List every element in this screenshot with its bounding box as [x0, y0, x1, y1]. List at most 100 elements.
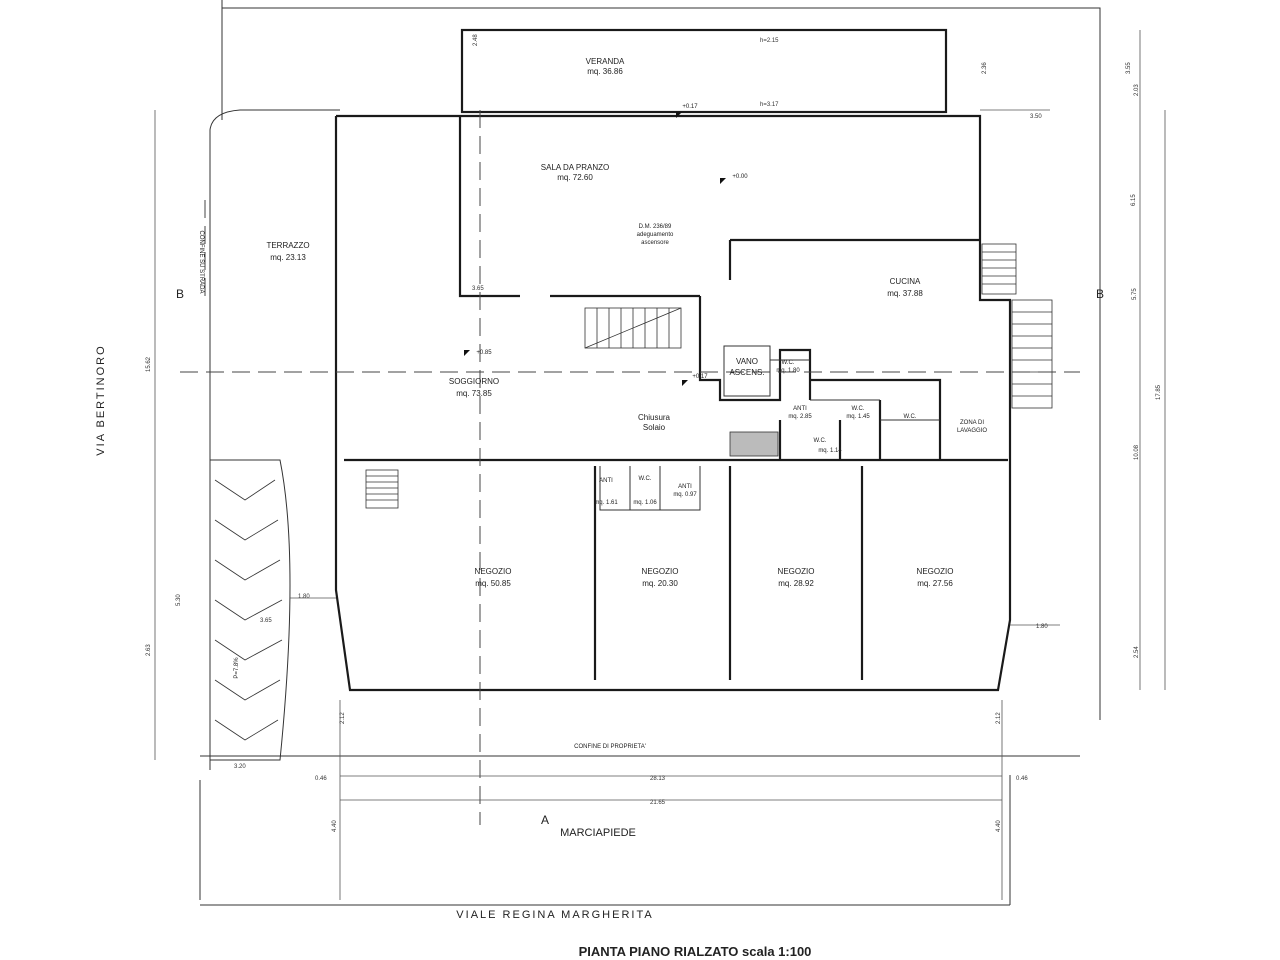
dim-2-12-right: 2.12 — [996, 712, 1002, 724]
section-label-a: A — [541, 813, 549, 827]
room-negozio1-area: mq. 50.85 — [475, 579, 511, 588]
building-outline — [334, 114, 1012, 692]
room-negozio1-name: NEGOZIO — [475, 567, 512, 576]
room-soggiorno-name: SOGGIORNO — [449, 377, 499, 386]
room-negozio2-name: NEGOZIO — [642, 567, 679, 576]
dim-1-80-right: 1.80 — [1036, 624, 1048, 630]
note-dm2: adeguamento — [637, 232, 674, 238]
room-cucina-area: mq. 37.88 — [887, 289, 923, 298]
dim-6-15: 6.15 — [1131, 194, 1137, 206]
note-slope: P=7.8% — [234, 657, 240, 679]
label-marciapiede: MARCIAPIEDE — [560, 827, 636, 839]
section-label-b-left: B — [176, 287, 184, 301]
stair-right-1 — [981, 243, 1017, 295]
room-anti2-area: mq. 0.97 — [673, 492, 697, 498]
room-terrazzo-area: mq. 23.13 — [270, 253, 306, 262]
label-confine-proprieta: CONFINE DI PROPRIETA' — [574, 744, 646, 750]
dim-0-46-right: 0.46 — [1016, 776, 1028, 782]
site-boundary — [200, 0, 1101, 906]
wc-partitions — [599, 359, 940, 511]
room-sala-area: mq. 72.60 — [557, 173, 593, 182]
room-wc4-name: W.C. — [904, 414, 917, 420]
street-via-bertinoro: VIA BERTINORO — [95, 344, 107, 455]
room-anti1-name: ANTI — [793, 406, 807, 412]
dim-3-50: 3.50 — [1030, 114, 1042, 120]
dim-17-85: 17.85 — [1156, 384, 1162, 400]
dim-10-08: 10.08 — [1134, 444, 1140, 460]
room-vano-area: ASCENS. — [729, 368, 764, 377]
dim-4-40-right: 4.40 — [996, 820, 1002, 832]
dim-3-65: 3.65 — [260, 618, 272, 624]
room-wc5-name: W.C. — [639, 476, 652, 482]
note-dm: D.M. 236/89 — [639, 224, 672, 230]
room-negozio3-name: NEGOZIO — [778, 567, 815, 576]
room-wc1-name: W.C. — [782, 360, 795, 366]
elevation-2: +0.85 — [476, 350, 492, 356]
room-wc2-name: W.C. — [852, 406, 865, 412]
room-anti3-name: ANTI — [599, 478, 613, 484]
dim-h-3-17: h=3.17 — [760, 102, 779, 108]
room-negozio4-name: NEGOZIO — [917, 567, 954, 576]
room-soggiorno-area: mq. 73.85 — [456, 389, 492, 398]
dim-5-30: 5.30 — [176, 594, 182, 606]
dim-2-63: 2.63 — [146, 644, 152, 656]
stair-right-2 — [1011, 299, 1053, 409]
room-lavaggio-name: ZONA DI — [960, 420, 984, 426]
room-terrazzo-name: TERRAZZO — [266, 241, 309, 250]
dim-2-36: 2.36 — [982, 62, 988, 74]
note-dm3: ascensore — [641, 240, 669, 246]
veranda-outline — [460, 28, 948, 114]
street-viale-regina-margherita: VIALE REGINA MARGHERITA — [456, 909, 653, 921]
dim-1-80-left: 1.80 — [298, 594, 310, 600]
room-veranda-name: VERANDA — [586, 57, 625, 66]
room-anti3-area: mq. 1.61 — [594, 500, 618, 506]
room-cucina-name: CUCINA — [890, 277, 921, 286]
hatch-area — [729, 431, 779, 457]
dim-15-62: 15.62 — [146, 356, 152, 372]
property-outline — [209, 109, 340, 770]
dim-2-48: 2.48 — [473, 34, 479, 46]
interior-walls — [344, 116, 1008, 680]
room-negozio4-area: mq. 27.56 — [917, 579, 953, 588]
elevation-markers — [464, 112, 726, 386]
room-veranda-area: mq. 36.86 — [587, 67, 623, 76]
dimension-lines — [154, 30, 1166, 900]
dim-2-12-left: 2.12 — [340, 712, 346, 724]
dim-28-13: 28.13 — [650, 776, 666, 782]
ramp — [209, 459, 291, 761]
section-label-b-right: B — [1096, 287, 1104, 301]
room-vano-name: VANO — [736, 357, 758, 366]
dim-5-75: 5.75 — [1132, 288, 1138, 300]
room-sala-name: SALA DA PRANZO — [541, 163, 609, 172]
room-negozio3-area: mq. 28.92 — [778, 579, 814, 588]
note-chiusura2: Solaio — [643, 423, 666, 432]
dim-21-65: 21.65 — [650, 800, 666, 806]
room-lavaggio-area: LAVAGGIO — [957, 428, 987, 434]
stair-main — [584, 307, 682, 349]
room-wc2-area: mq. 1.45 — [846, 414, 870, 420]
dim-3-20: 3.20 — [234, 764, 246, 770]
elevation-3: +0.17 — [682, 104, 698, 110]
room-wc1-area: mq. 1.80 — [776, 368, 800, 374]
dim-3-65-b: 3.65 — [472, 286, 484, 292]
dim-2-54: 2.54 — [1134, 646, 1140, 658]
room-negozio2-area: mq. 20.30 — [642, 579, 678, 588]
sidewalk-line — [199, 775, 1011, 905]
dim-2-03: 2.03 — [1134, 84, 1140, 96]
stair-negozio — [365, 469, 399, 509]
elevation-4: +0.17 — [692, 374, 708, 380]
room-wc3-name: W.C. — [814, 438, 827, 444]
dim-4-40-left: 4.40 — [332, 820, 338, 832]
elevator-shaft — [723, 345, 771, 397]
room-wc5-area: mq. 1.06 — [633, 500, 657, 506]
plan-title: PIANTA PIANO RIALZATO scala 1:100 — [579, 944, 812, 959]
note-chiusura: Chiusura — [638, 413, 671, 422]
room-anti1-area: mq. 2.85 — [788, 414, 812, 420]
dim-0-46-left: 0.46 — [315, 776, 327, 782]
label-confine-strada: CONFINE SU STRADA — [198, 230, 204, 293]
elevation-1: +0.00 — [732, 174, 748, 180]
room-wc3-area: mq. 1.14 — [818, 448, 842, 454]
dim-h-2-15: h=2.15 — [760, 38, 779, 44]
dim-3-55: 3.55 — [1126, 62, 1132, 74]
